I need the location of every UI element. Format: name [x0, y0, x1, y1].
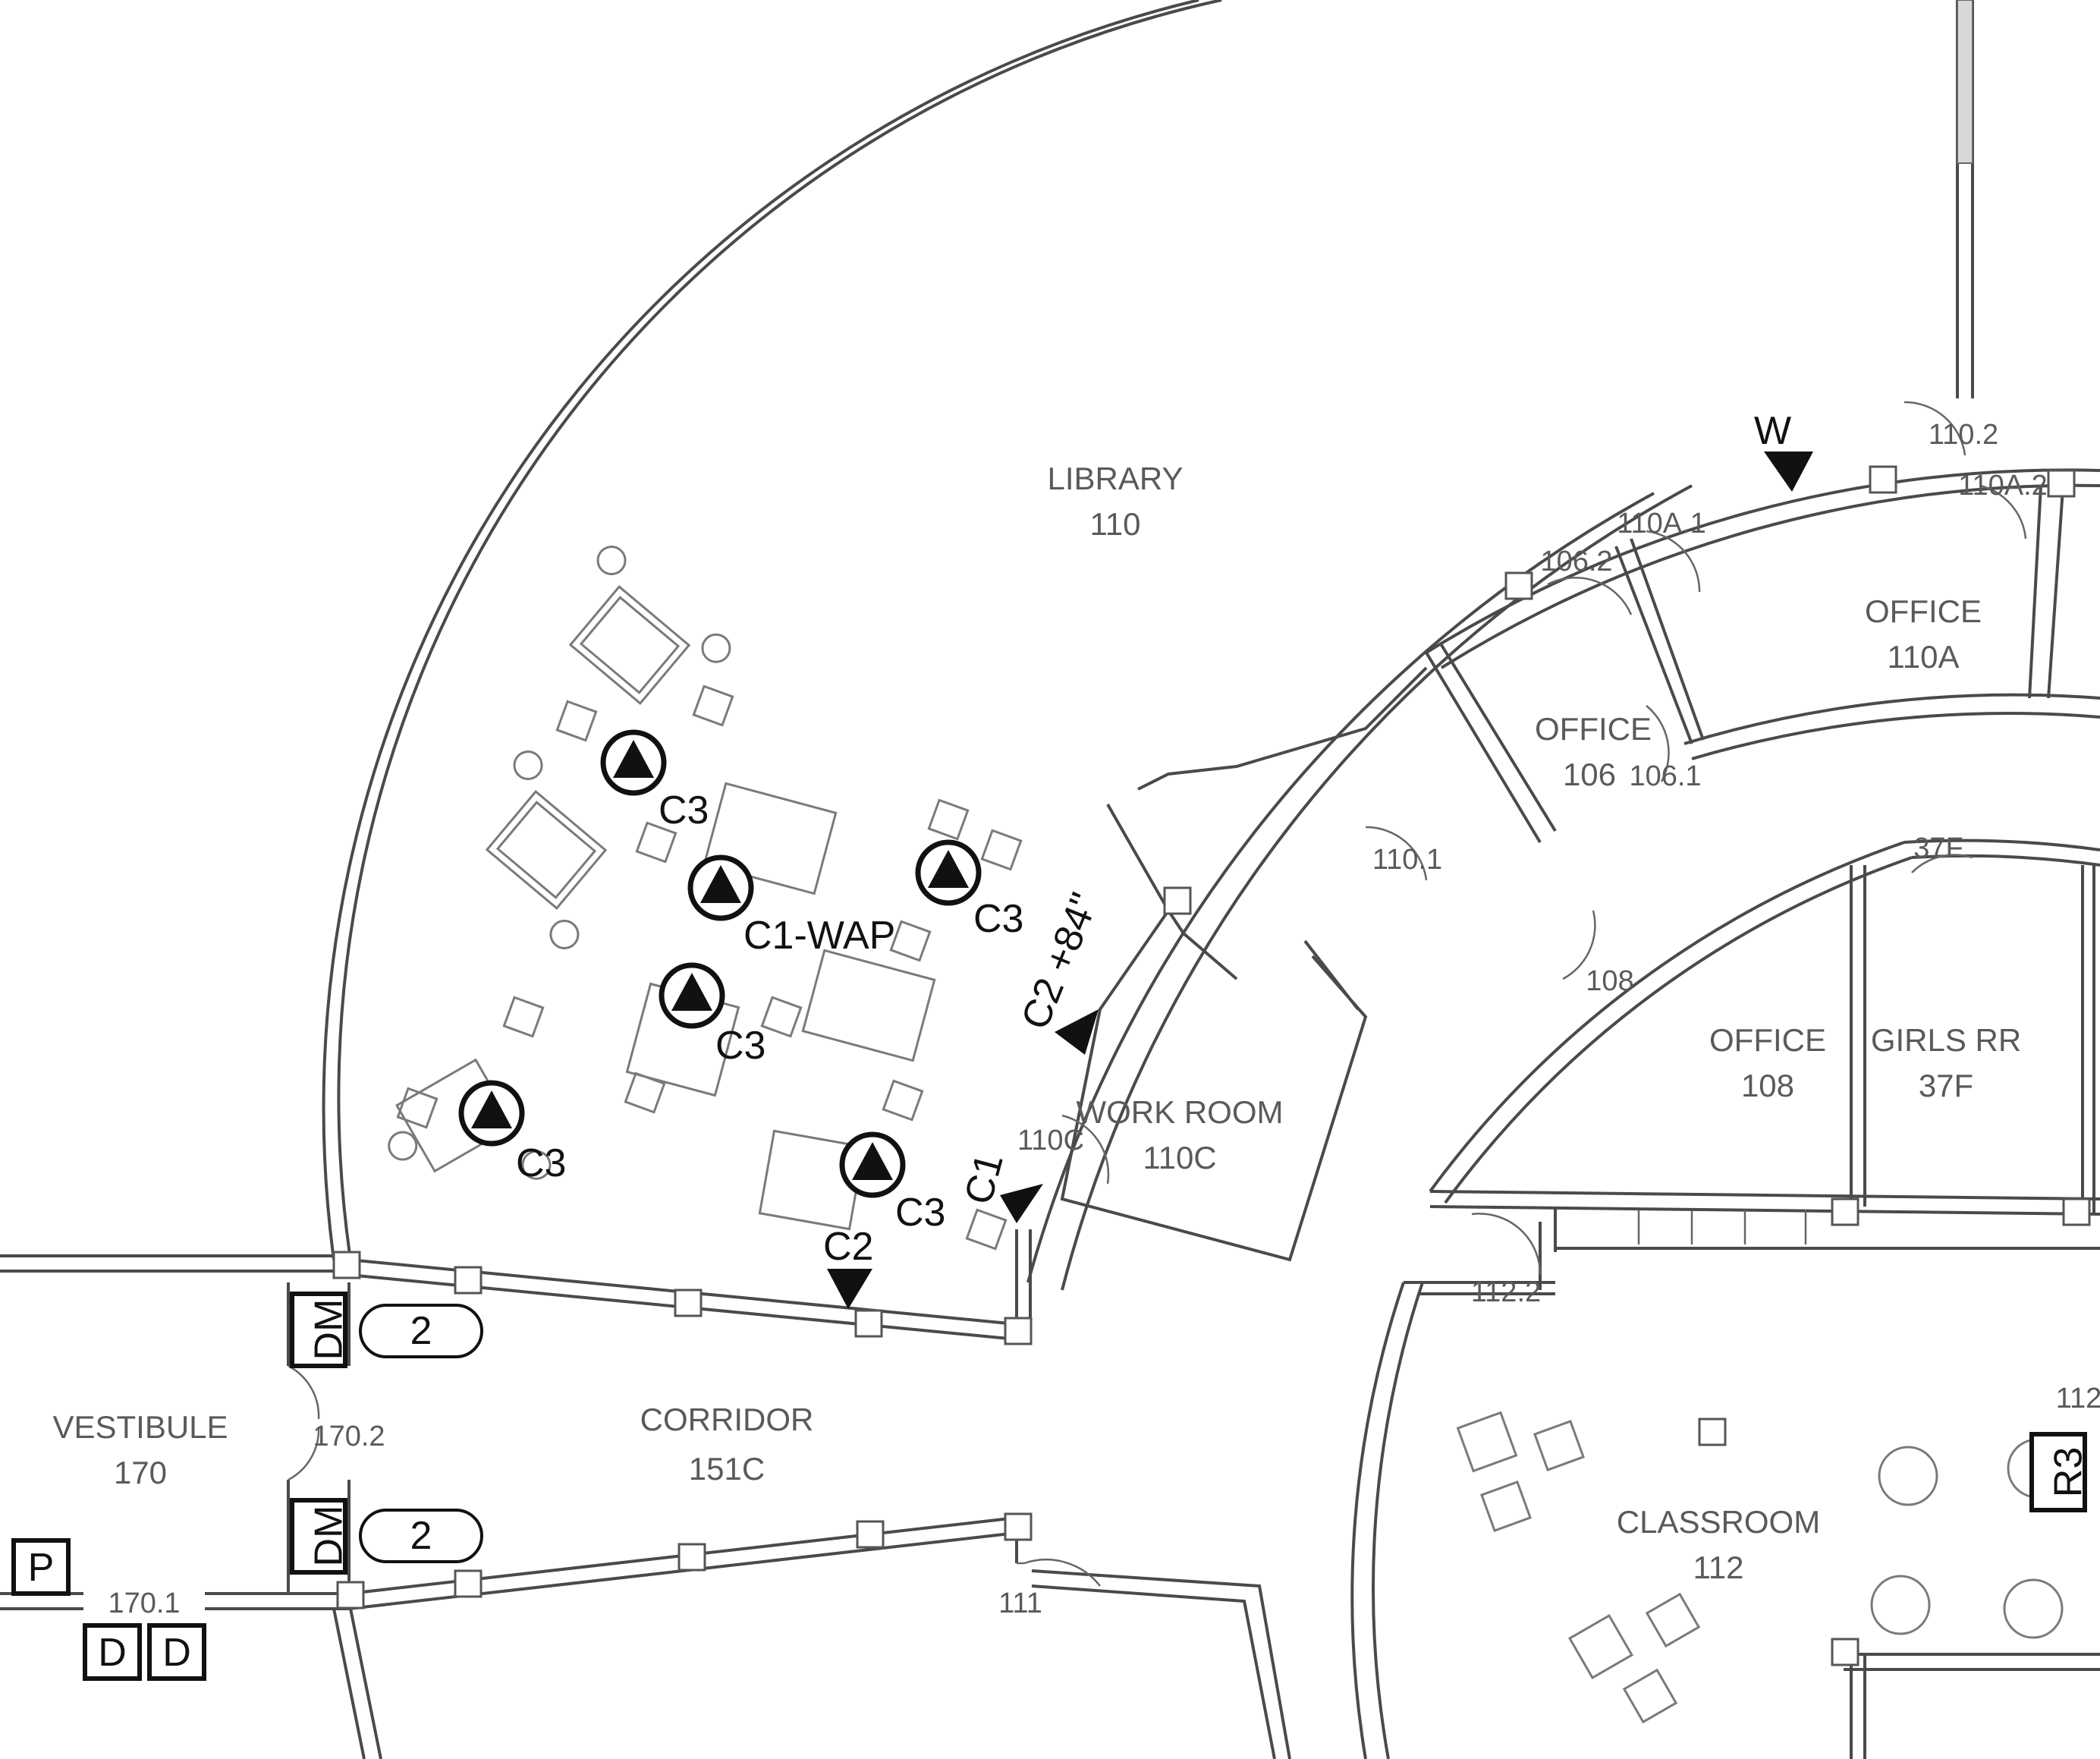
door-tag: 110A.2 [1958, 470, 2048, 502]
door-tag: 110C [1017, 1125, 1084, 1156]
r3-box: R3 [2029, 1432, 2091, 1512]
room-number-office-106: 106 [1563, 757, 1616, 792]
camera-label: C3 [973, 897, 1023, 941]
door-tag: 110.1 [1372, 844, 1442, 876]
pill-label: 2 [410, 1309, 432, 1353]
room-labels: LIBRARY 110 OFFICE 110A OFFICE 106 WORK … [52, 461, 2021, 1585]
pill-tags: 2 2 [359, 1304, 483, 1563]
door-tag: 108 [1586, 965, 1633, 997]
room-name-girls-rr: GIRLS RR [1871, 1022, 2021, 1058]
lounge-chair-group [568, 546, 731, 705]
room-office-108: OFFICE 108 [1709, 1022, 1826, 1103]
room-work-room: WORK ROOM 110C [1077, 1094, 1284, 1175]
room-vestibule: VESTIBULE 170 [52, 1409, 228, 1490]
room-name-office-108: OFFICE [1709, 1022, 1826, 1058]
room-name-library: LIBRARY [1048, 461, 1184, 496]
marker-label: C2 [823, 1225, 873, 1269]
door-tag: 170.2 [313, 1421, 385, 1452]
d-box: D [83, 1623, 142, 1681]
d-box-label: D [98, 1631, 127, 1675]
room-name-vestibule: VESTIBULE [52, 1409, 228, 1445]
camera-label: C3 [715, 1024, 765, 1068]
room-name-office-110a: OFFICE [1865, 593, 1982, 629]
camera-device [600, 729, 667, 796]
marker-triangle [1000, 1184, 1043, 1223]
library-table [703, 782, 838, 895]
room-library: LIBRARY 110 [1048, 461, 1184, 542]
door-tags: 110.2 110A.2 110A.1 106.2 106.1 110.1 37… [108, 419, 2100, 1619]
door-tag: 110.2 [1929, 419, 1998, 451]
camera-label: C3 [895, 1191, 945, 1235]
camera-device [659, 962, 725, 1029]
lounge-chair-group [485, 750, 608, 949]
marker-triangle [827, 1269, 872, 1309]
door-tag: 106.2 [1540, 546, 1612, 577]
furniture [388, 546, 2067, 1724]
library-table [801, 949, 936, 1062]
room-girls-rr: GIRLS RR 37F [1871, 1022, 2021, 1103]
p-box: P [11, 1538, 71, 1596]
camera-device [458, 1080, 525, 1147]
camera-label: C3 [659, 788, 709, 832]
door-tag: 106.1 [1629, 760, 1701, 792]
room-name-classroom: CLASSROOM [1617, 1504, 1820, 1540]
d-box: D [147, 1623, 206, 1681]
door-tag: 111 [998, 1588, 1042, 1619]
door-tag: 112 [2056, 1383, 2100, 1414]
camera-label: C3 [516, 1141, 566, 1185]
d-box-label: D [162, 1631, 191, 1675]
room-name-corridor: CORRIDOR [640, 1402, 814, 1437]
door-tag: 112.2 [1471, 1276, 1541, 1308]
door-tag: 170.1 [108, 1588, 180, 1619]
room-number-library: 110 [1090, 506, 1141, 542]
pill-label: 2 [410, 1514, 432, 1558]
door-tag: 110A.1 [1617, 508, 1706, 540]
cameras: C3 C1-WAP C3 C3 C3 C3 [458, 729, 1023, 1235]
camera-device [839, 1131, 906, 1198]
door-tag: 37F [1913, 832, 1963, 864]
room-number-corridor: 151C [689, 1451, 765, 1487]
marker-label: W [1754, 409, 1791, 453]
doors [288, 401, 2027, 1587]
room-corridor: CORRIDOR 151C [640, 1402, 814, 1487]
room-office-110a: OFFICE 110A [1865, 593, 1982, 675]
camera-device [687, 854, 754, 921]
room-number-office-110a: 110A [1888, 639, 1960, 675]
chairs [396, 684, 1023, 1251]
room-name-office-106: OFFICE [1535, 711, 1652, 747]
room-classroom: CLASSROOM 112 [1617, 1504, 1820, 1585]
room-number-office-108: 108 [1741, 1068, 1794, 1103]
dm-box: DM [290, 1498, 351, 1575]
room-number-vestibule: 170 [114, 1455, 167, 1490]
dm-box-label: DM [307, 1506, 351, 1567]
dm-box-label: DM [307, 1299, 351, 1361]
columns [332, 465, 2091, 1666]
room-name-work-room: WORK ROOM [1077, 1094, 1284, 1130]
camera-device [915, 839, 982, 906]
marker-triangle [1764, 452, 1813, 492]
room-number-girls-rr: 37F [1919, 1068, 1973, 1103]
camera-label: C1-WAP [743, 914, 895, 958]
r3-box-label: R3 [2047, 1447, 2091, 1497]
room-office-106: OFFICE 106 [1535, 711, 1652, 792]
classroom-furniture [1456, 1411, 2067, 1724]
p-box-label: P [28, 1546, 55, 1590]
room-number-classroom: 112 [1693, 1550, 1744, 1585]
marker-triangle [1055, 1009, 1099, 1055]
device-boxes: DM DM P D D R3 [11, 1292, 2091, 1681]
room-number-work-room: 110C [1143, 1140, 1216, 1175]
dm-box: DM [290, 1292, 351, 1368]
